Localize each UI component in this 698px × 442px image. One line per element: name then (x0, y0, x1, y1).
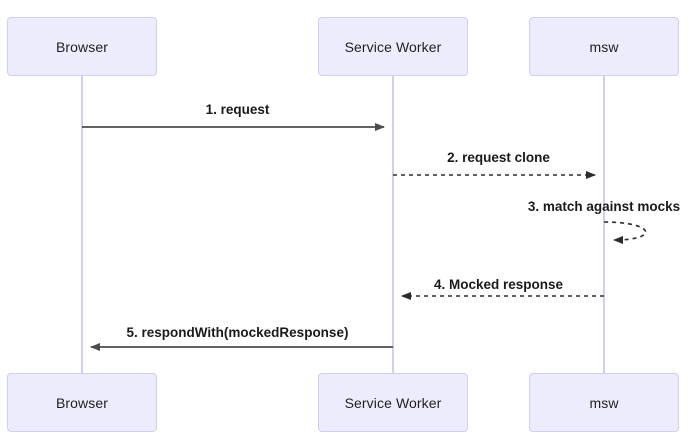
lifeline-browser (81, 76, 83, 373)
actor-box-msw-top[interactable]: msw (529, 17, 679, 76)
lifeline-service-worker (392, 76, 394, 373)
actor-box-msw-bottom[interactable]: msw (529, 373, 679, 432)
lifeline-msw (603, 76, 605, 373)
message-label-2: 2. request clone (447, 150, 550, 165)
arrow-3-match-against-mocks (603, 221, 647, 244)
message-label-3: 3. match against mocks (527, 199, 681, 214)
actor-box-browser-top[interactable]: Browser (7, 17, 157, 76)
actor-box-browser-bottom[interactable]: Browser (7, 373, 157, 432)
message-label-4: 4. Mocked response (433, 277, 564, 292)
actor-label-service-worker-top: Service Worker (344, 38, 442, 55)
actor-label-browser-top: Browser (55, 38, 109, 55)
actor-label-browser-bottom: Browser (55, 394, 109, 411)
actor-box-service-worker-bottom[interactable]: Service Worker (318, 373, 468, 432)
message-label-1: 1. request (205, 102, 270, 117)
actor-label-msw-top: msw (589, 38, 619, 55)
actor-label-msw-bottom: msw (589, 394, 619, 411)
actor-label-service-worker-bottom: Service Worker (344, 394, 442, 411)
actor-box-service-worker-top[interactable]: Service Worker (318, 17, 468, 76)
message-label-5: 5. respondWith(mockedResponse) (126, 325, 349, 340)
